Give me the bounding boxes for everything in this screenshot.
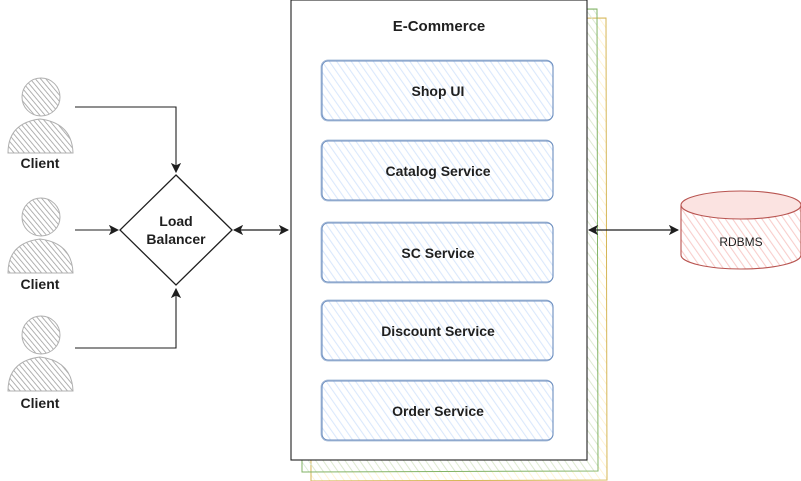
service-label: Order Service — [392, 403, 484, 419]
system-title: E-Commerce — [393, 18, 486, 35]
db-cylinder-top — [680, 190, 801, 220]
service-order[interactable]: Order Service — [320, 379, 554, 442]
service-shop-ui[interactable]: Shop UI — [320, 59, 554, 122]
service-discount[interactable]: Discount Service — [320, 299, 554, 362]
load-balancer-label-line1: Load — [159, 213, 192, 229]
service-label: Catalog Service — [385, 163, 490, 179]
user-icon — [7, 315, 74, 392]
load-balancer-label-line2: Balancer — [146, 231, 206, 247]
client-3[interactable]: Client — [7, 315, 74, 411]
connector-client-1 — [75, 106, 176, 172]
service-catalog[interactable]: Catalog Service — [320, 139, 554, 202]
client-label: Client — [21, 276, 60, 292]
client-2[interactable]: Client — [7, 197, 74, 292]
service-sc[interactable]: SC Service — [320, 221, 554, 284]
client-connectors — [75, 106, 176, 349]
load-balancer-diamond — [119, 174, 233, 286]
connector-client-3 — [75, 289, 176, 349]
client-1[interactable]: Client — [7, 77, 74, 171]
db-label: RDBMS — [719, 235, 762, 249]
service-label: Shop UI — [412, 83, 465, 99]
client-label: Client — [21, 155, 60, 171]
rdbms-database[interactable]: RDBMS — [680, 190, 801, 270]
service-label: Discount Service — [381, 323, 495, 339]
db-cylinder-body — [680, 205, 801, 270]
user-icon — [7, 197, 74, 274]
client-label: Client — [21, 395, 60, 411]
load-balancer[interactable]: Load Balancer — [119, 174, 233, 286]
user-icon — [7, 77, 74, 154]
service-label: SC Service — [401, 245, 474, 261]
